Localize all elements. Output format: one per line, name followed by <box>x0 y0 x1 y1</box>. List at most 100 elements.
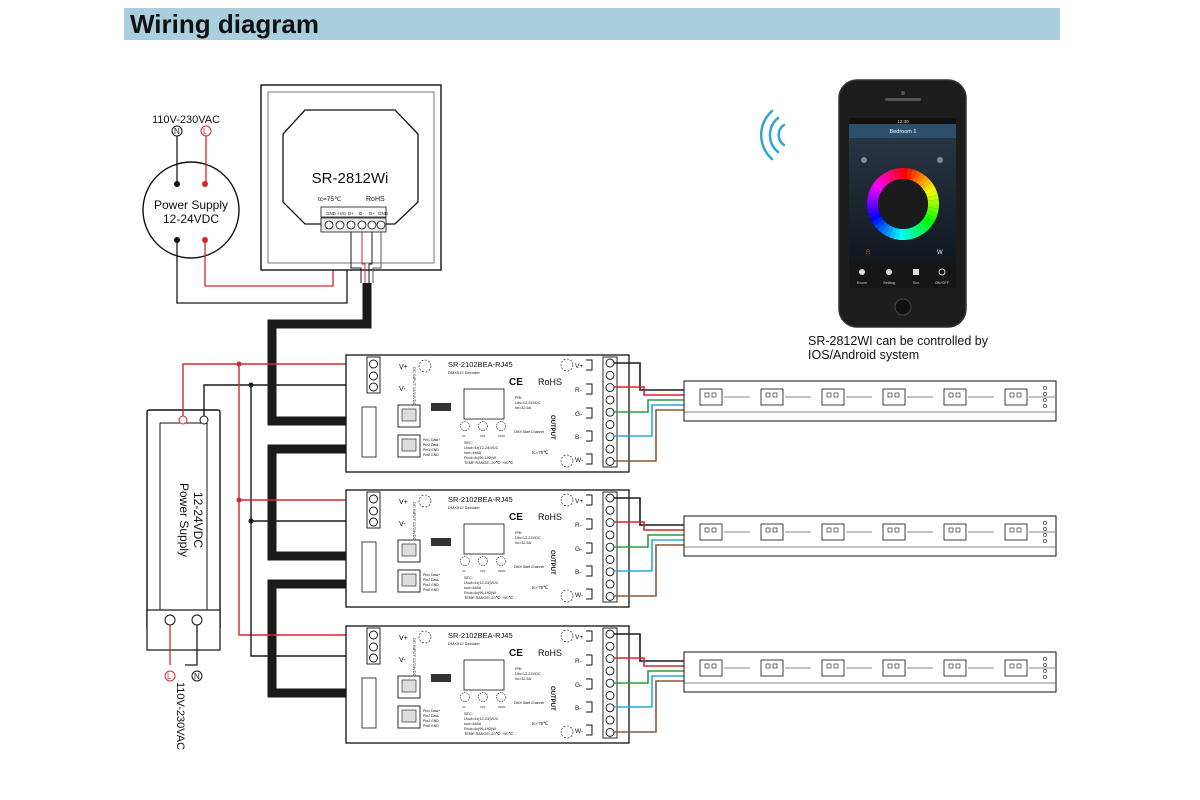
screw-terminal-icon <box>605 666 615 676</box>
output-wire <box>614 362 684 391</box>
output-label: R- <box>575 658 582 665</box>
output-wire <box>614 680 684 733</box>
page-title: Wiring diagram <box>130 9 320 39</box>
mains-input-bottom: L N 110V-230VAC <box>164 625 203 750</box>
decoder-vminus: V- <box>399 386 406 393</box>
wheel-segment <box>909 169 917 181</box>
svg-text:Pin3 GND: Pin3 GND <box>423 448 439 452</box>
screw-terminal-icon <box>605 579 615 589</box>
decoder-model: SR-2102BEA-RJ45 <box>448 360 513 369</box>
svg-text:X10: X10 <box>480 434 486 438</box>
rotary-switch-icon <box>460 556 470 566</box>
output-wire <box>614 404 684 437</box>
output-label: V+ <box>575 363 583 370</box>
wheel-segment <box>922 182 935 192</box>
svg-text:D-: D- <box>359 211 364 216</box>
svg-text:R: R <box>866 250 871 256</box>
led-chip-icon <box>882 388 906 406</box>
svg-text:PRI:: PRI: <box>515 531 522 535</box>
wheel-segment <box>893 228 900 240</box>
output-label: V+ <box>575 498 583 505</box>
svg-text:X100: X100 <box>498 705 505 709</box>
decoder-rohs: RoHS <box>538 512 562 522</box>
svg-text:Iin=32.5A: Iin=32.5A <box>515 541 532 545</box>
psu-round-line2: 12-24VDC <box>163 212 219 226</box>
screw-terminal-icon <box>605 444 615 454</box>
power-icon <box>938 268 946 276</box>
led-chip-icon <box>821 659 845 677</box>
mains-bottom-voltage: 110V-230VAC <box>174 682 186 750</box>
wheel-segment <box>867 199 879 204</box>
screw-terminal-icon <box>605 432 615 442</box>
svg-text:SEC:: SEC: <box>464 712 473 716</box>
led-chip-icon <box>760 523 784 541</box>
display-window <box>463 659 505 691</box>
rotary-switch-icon <box>478 556 488 566</box>
svg-text:Uout=4x(12-24)VDC: Uout=4x(12-24)VDC <box>464 446 499 450</box>
wheel-segment <box>926 210 938 218</box>
wheel-segment <box>877 175 888 187</box>
output-wire <box>614 409 684 462</box>
dip-switch-icon <box>431 403 451 411</box>
wheel-segment <box>885 225 894 238</box>
screw-terminal-icon <box>605 395 615 405</box>
svg-text:Pout=4x(96-192)W: Pout=4x(96-192)W <box>464 456 496 460</box>
wheel-segment <box>871 216 884 226</box>
output-wire <box>614 633 684 662</box>
wheel-segment <box>927 207 939 214</box>
led-chip-icon <box>821 523 845 541</box>
svg-text:Room: Room <box>857 281 867 285</box>
screw-terminal-icon <box>605 493 615 503</box>
svg-text:X10: X10 <box>480 569 486 573</box>
rotary-switch-icon <box>496 556 506 566</box>
svg-text:X100: X100 <box>498 569 505 573</box>
led-strip-2 <box>683 515 1057 557</box>
svg-text:Iout=4x8A: Iout=4x8A <box>464 722 482 726</box>
wheel-segment <box>927 199 939 204</box>
decoder-sub: DMX512 Decoder <box>448 505 480 510</box>
wheel-segment <box>867 194 879 201</box>
rotary-switch-icon <box>460 692 470 702</box>
svg-text:Iout=4x8A: Iout=4x8A <box>464 451 482 455</box>
svg-text:L: L <box>167 672 172 681</box>
gear-icon <box>886 269 892 275</box>
decoder-tc: tc=75℃ <box>532 450 549 455</box>
led-chip-icon <box>699 523 723 541</box>
svg-text:Uout=4x(12-24)VDC: Uout=4x(12-24)VDC <box>464 581 499 585</box>
svg-text:SEC:: SEC: <box>464 441 473 445</box>
ce-mark: CE <box>509 648 523 659</box>
wheel-segment <box>898 228 903 240</box>
color-wheel <box>867 168 939 240</box>
live-terminal-bottom-icon <box>164 670 176 682</box>
led-chip-icon <box>760 659 784 677</box>
controller-rohs: RoHS <box>366 196 385 203</box>
scene-icon <box>913 269 919 275</box>
phone-caption: SR-2812WI can be controlled by IOS/Andro… <box>808 334 1028 362</box>
output-label: G- <box>575 411 582 418</box>
display-window <box>463 388 505 420</box>
svg-text:PRI:: PRI: <box>515 396 522 400</box>
output-wire <box>614 539 684 572</box>
caption-line2: IOS/Android system <box>808 348 920 362</box>
wheel-segment <box>920 219 932 230</box>
wheel-segment <box>885 170 894 183</box>
wheel-segment <box>924 186 937 195</box>
svg-text:X1: X1 <box>462 434 466 438</box>
output-label: W- <box>575 592 583 599</box>
screw-terminal-icon <box>605 678 615 688</box>
output-wire <box>614 544 684 597</box>
wheel-segment <box>874 178 886 189</box>
led-chip-icon <box>882 523 906 541</box>
led-strip-1 <box>683 380 1057 422</box>
screw-terminal-icon <box>605 542 615 552</box>
screw-terminal-icon <box>605 591 615 601</box>
svg-text:Pin1 Data+: Pin1 Data+ <box>423 573 440 577</box>
output-label: W- <box>575 457 583 464</box>
svg-text:Uout=4x(12-24)VDC: Uout=4x(12-24)VDC <box>464 717 499 721</box>
decoder-vminus: V- <box>399 657 406 664</box>
decoder-vplus: V+ <box>399 635 408 642</box>
wheel-segment <box>874 219 886 230</box>
svg-text:+Vin: +Vin <box>337 211 347 216</box>
decoder-1: V+V-DC INPUT 12/24VDCSR-2102BEA-RJ45DMX5… <box>345 354 1057 473</box>
